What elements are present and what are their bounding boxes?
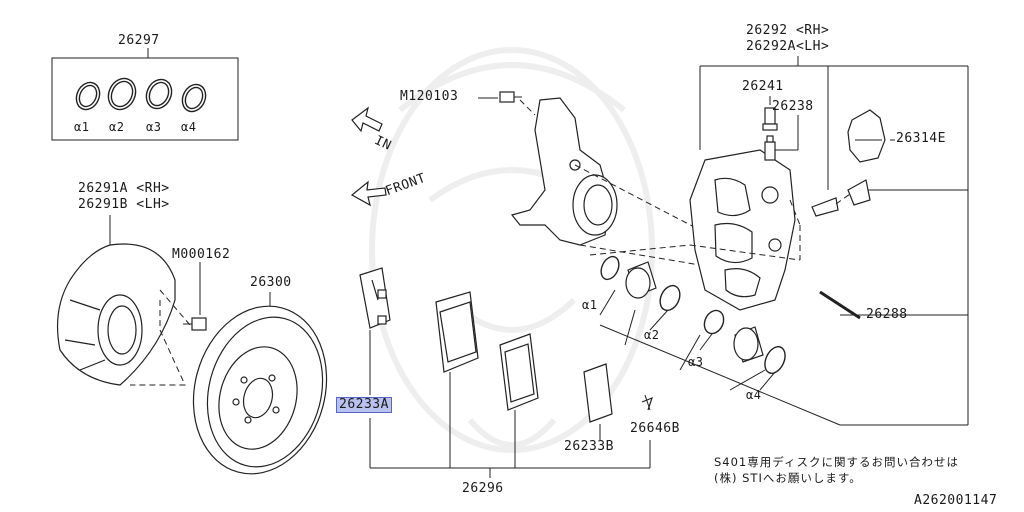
bleeder-valves (762, 107, 778, 161)
figure-code: A262001147 (914, 493, 998, 508)
brake-rotor (192, 292, 328, 475)
seal-kit-box (51, 48, 239, 141)
label-26291b: 26291B <LH> (78, 197, 170, 212)
dust-shield (56, 215, 176, 386)
label-a2-seal: α2 (109, 120, 125, 134)
label-26291a: 26291A <RH> (78, 181, 170, 196)
label-a4-piston: α4 (746, 388, 762, 402)
note-line-1: S401専用ディスクに関するお問い合わせは (714, 455, 959, 469)
label-26300: 26300 (250, 275, 292, 290)
label-26292a: 26292A<LH> (746, 39, 830, 54)
label-26233a-highlighted[interactable]: 26233A (336, 397, 392, 413)
label-26314e: 26314E (896, 131, 946, 146)
note-line-2: (株) STIへお願いします。 (714, 471, 862, 485)
label-a3-seal: α3 (146, 120, 162, 134)
label-m120103: M120103 (400, 89, 459, 104)
label-26297: 26297 (118, 33, 160, 48)
label-26238: 26238 (772, 99, 814, 114)
label-26233b: 26233B (564, 439, 614, 454)
label-a3-piston: α3 (688, 355, 704, 369)
label-26288: 26288 (866, 307, 908, 322)
label-26646b: 26646B (630, 421, 680, 436)
direction-arrows (350, 106, 387, 207)
label-a1-piston: α1 (582, 298, 598, 312)
label-a4-seal: α4 (181, 120, 197, 134)
caliper-assembly (689, 56, 969, 425)
brake-pads (359, 267, 653, 478)
label-26292: 26292 <RH> (746, 23, 830, 38)
pad-spring (811, 109, 895, 217)
steering-knuckle (478, 91, 701, 266)
label-26241: 26241 (742, 79, 784, 94)
label-m000162: M000162 (172, 247, 231, 262)
label-26296: 26296 (462, 481, 504, 496)
label-a1-seal: α1 (74, 120, 90, 134)
label-a2-piston: α2 (644, 328, 660, 342)
caliper-pin (819, 290, 861, 320)
pistons-seals (589, 244, 968, 426)
bolt-m000162 (130, 262, 207, 386)
